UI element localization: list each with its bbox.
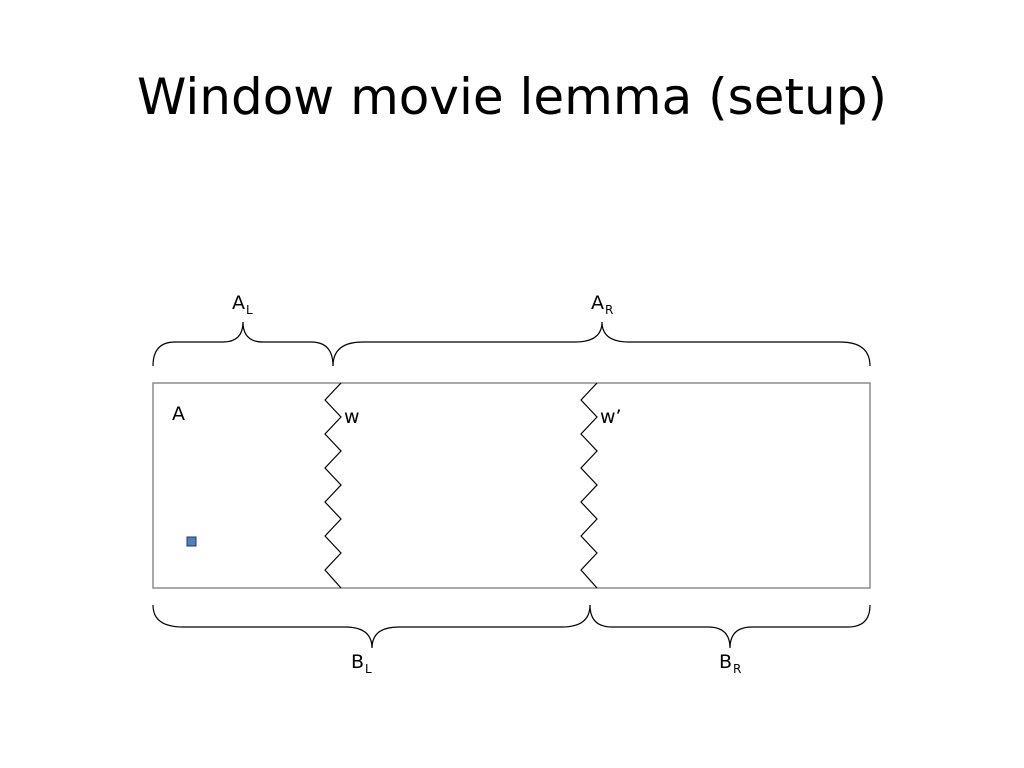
brace-label-b-r: BR <box>719 651 742 676</box>
tape-box <box>152 382 871 589</box>
region-a-label: A <box>172 403 185 425</box>
window-w-prime-zigzag <box>580 382 598 589</box>
brace-label-a-l: AL <box>232 292 253 317</box>
brace-label-b-l: BL <box>351 651 372 676</box>
brace-bottom-left <box>152 604 591 649</box>
brace-bottom-right <box>589 604 871 649</box>
head-marker <box>186 536 197 547</box>
brace-top-left <box>152 321 334 367</box>
brace-top-right <box>332 321 871 367</box>
brace-label-a-r: AR <box>591 292 614 317</box>
window-w-zigzag <box>324 382 342 589</box>
window-w-label: w <box>344 406 360 428</box>
slide-title: Window movie lemma (setup) <box>137 68 887 126</box>
window-w-prime-label: w’ <box>600 406 622 428</box>
